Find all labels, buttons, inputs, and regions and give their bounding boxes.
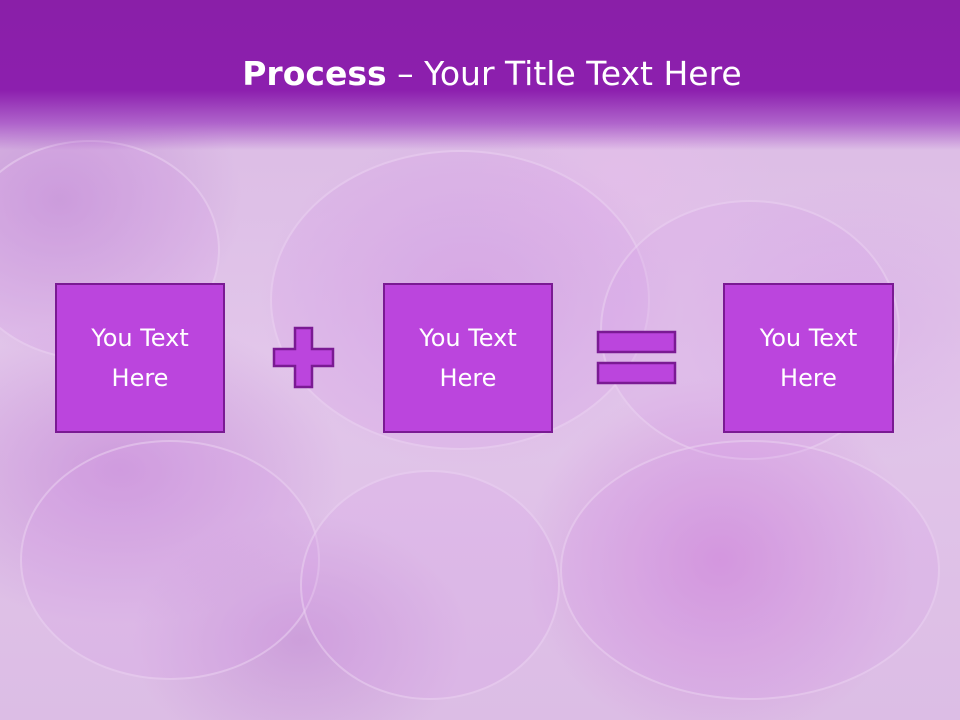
- process-box-1: You Text Here: [55, 283, 225, 433]
- process-box-2: You Text Here: [383, 283, 553, 433]
- petal-shape: [300, 470, 560, 700]
- process-box-line: Here: [111, 364, 169, 392]
- process-box-line: Here: [780, 364, 837, 392]
- title-dash: –: [386, 54, 425, 93]
- process-box-text: You Text Here: [75, 318, 205, 398]
- petal-shape: [20, 440, 320, 680]
- title-banner: [0, 0, 960, 150]
- title-bold: Process: [242, 54, 387, 93]
- plus-icon: [272, 326, 335, 389]
- equals-icon: [596, 330, 677, 385]
- process-box-line: You Text: [91, 324, 189, 352]
- process-box-3: You Text Here: [723, 283, 894, 433]
- title-rest: Your Title Text Here: [424, 54, 742, 93]
- process-box-line: You Text: [759, 324, 858, 352]
- petal-shape: [560, 440, 940, 700]
- process-box-text: You Text Here: [744, 318, 874, 398]
- slide-title: Process – Your Title Text Here: [0, 52, 960, 96]
- process-box-line: Here: [439, 364, 497, 392]
- process-box-text: You Text Here: [403, 318, 533, 398]
- process-box-line: You Text: [419, 324, 517, 352]
